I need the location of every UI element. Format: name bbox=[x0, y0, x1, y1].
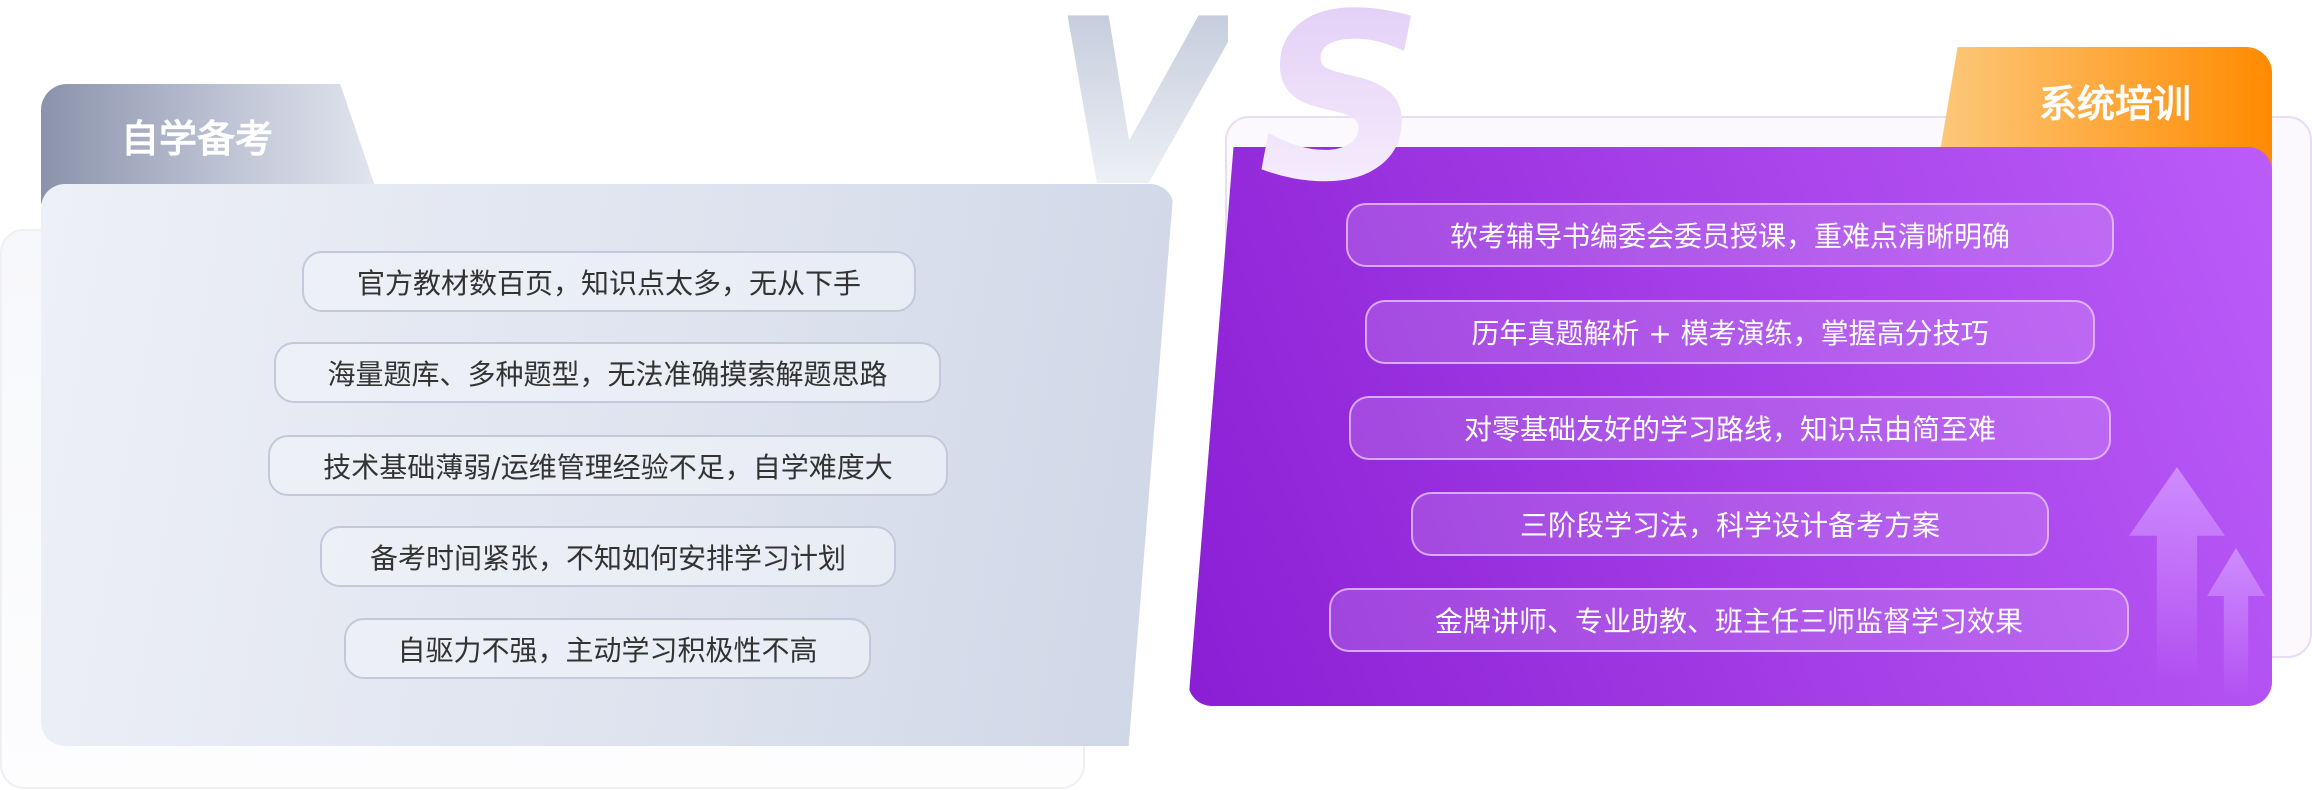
system-training-item: 对零基础友好的学习路线，知识点由简至难 bbox=[1349, 396, 2111, 460]
vs-letter-s: S bbox=[1258, 0, 1424, 215]
system-training-item: 三阶段学习法，科学设计备考方案 bbox=[1411, 492, 2049, 556]
self-study-item: 海量题库、多种题型，无法准确摸索解题思路 bbox=[274, 342, 941, 403]
self-study-item: 自驱力不强，主动学习积极性不高 bbox=[344, 618, 871, 679]
self-study-item: 技术基础薄弱/运维管理经验不足，自学难度大 bbox=[268, 435, 948, 496]
vs-letter-v: V bbox=[1050, 0, 1228, 220]
system-training-title: 系统培训 bbox=[2039, 82, 2192, 126]
system-training-card bbox=[1188, 147, 2272, 706]
self-study-item: 官方教材数百页，知识点太多，无从下手 bbox=[302, 251, 916, 312]
self-study-title: 自学备考 bbox=[121, 117, 274, 161]
system-training-item: 历年真题解析 + 模考演练，掌握高分技巧 bbox=[1365, 300, 2095, 364]
system-training-item: 金牌讲师、专业助教、班主任三师监督学习效果 bbox=[1329, 588, 2129, 652]
self-study-item: 备考时间紧张，不知如何安排学习计划 bbox=[320, 526, 896, 587]
system-training-item: 软考辅导书编委会委员授课，重难点清晰明确 bbox=[1346, 203, 2114, 267]
